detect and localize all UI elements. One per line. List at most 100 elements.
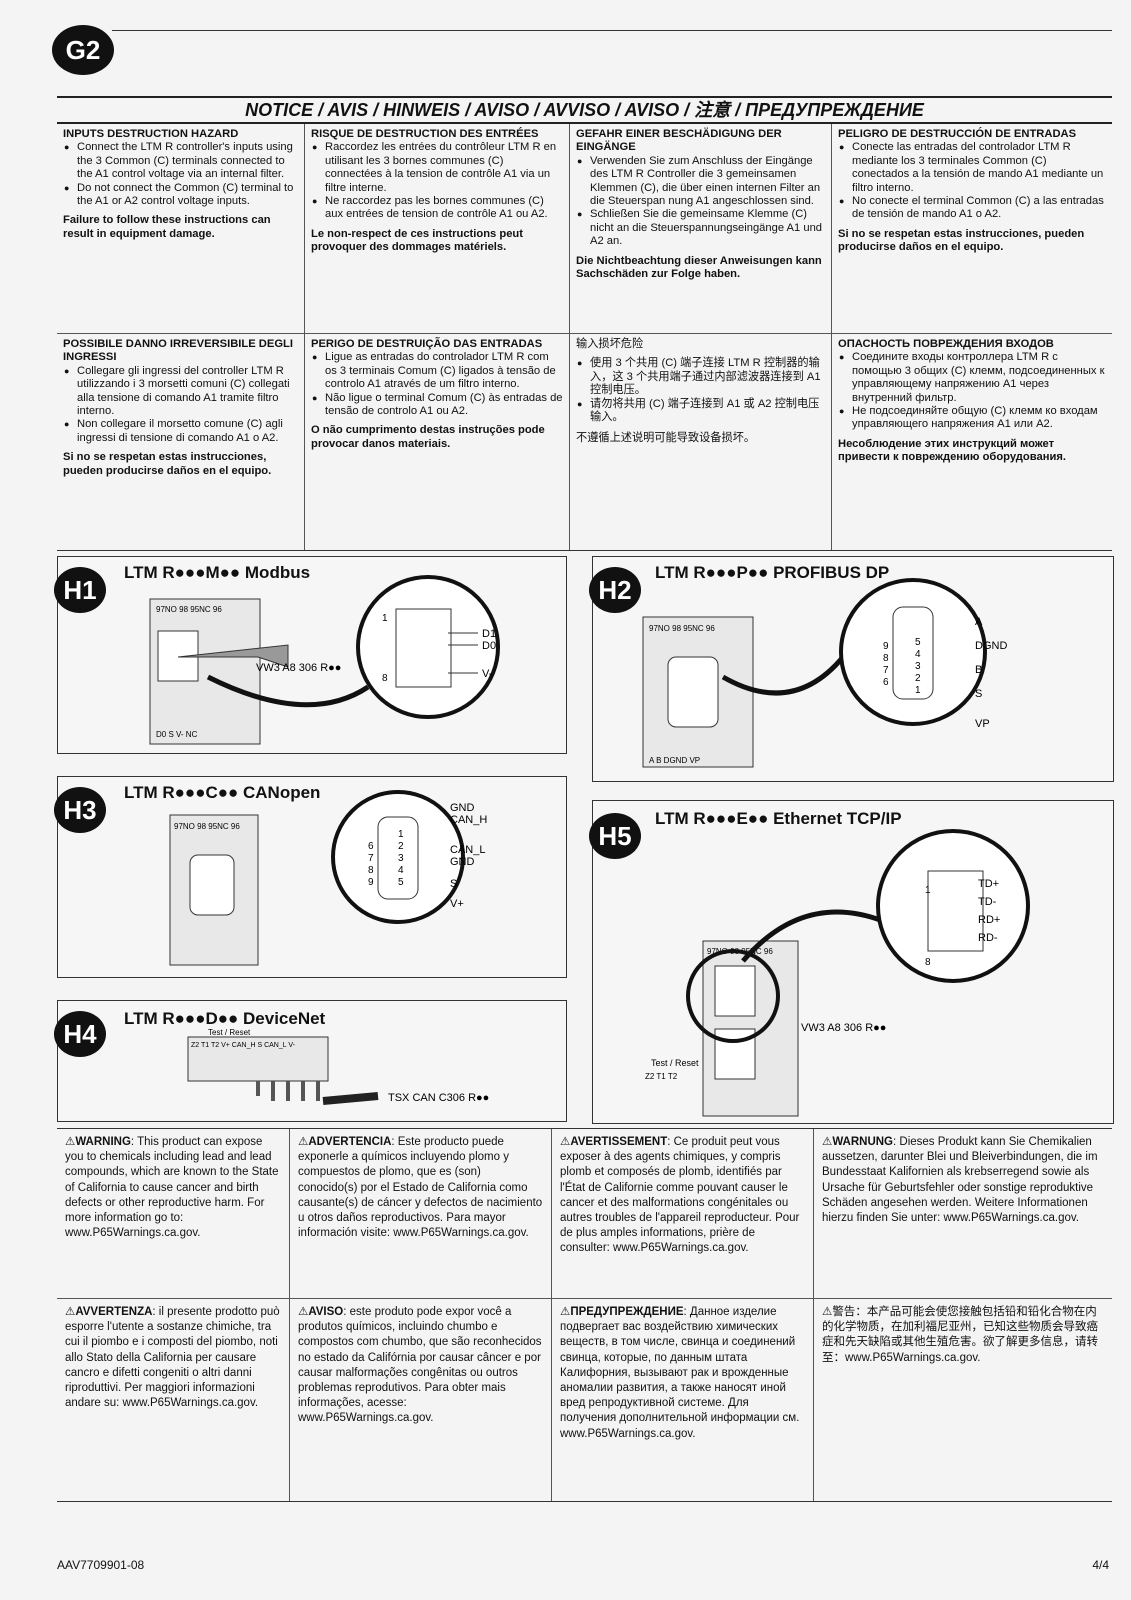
section-badge-g2: G2 bbox=[52, 25, 114, 75]
notice-footer: Несоблюдение этих инструкций может приве… bbox=[838, 437, 1066, 464]
panel-title: LTM R●●●E●● Ethernet TCP/IP bbox=[655, 809, 902, 828]
warning-text: : il presente prodotto può esporre l'ute… bbox=[65, 1306, 280, 1410]
pin-label: 1 bbox=[398, 829, 404, 840]
pin-label: 8 bbox=[382, 673, 388, 684]
test-reset-label: Test / Reset bbox=[651, 1058, 699, 1068]
warning-cell-fr: ⚠AVERTISSEMENT: Ce produit peut vous exp… bbox=[552, 1129, 814, 1299]
cable-label: VW3 A8 306 R●● bbox=[801, 1022, 886, 1034]
notice-bullet: Ne raccordez pas les bornes communes (C)… bbox=[312, 195, 563, 222]
warning-cell-it: ⚠AVVERTENZA: il presente prodotto può es… bbox=[57, 1299, 290, 1501]
pin-label: 7 bbox=[883, 665, 889, 676]
panel-modbus: LTM R●●●M●● Modbus 97NO 98 95NC 96 VW3 A… bbox=[54, 556, 567, 754]
signal-label: D0 bbox=[482, 640, 496, 652]
dsub-connector bbox=[189, 854, 235, 916]
pin-label: 6 bbox=[368, 841, 374, 852]
terminal-label: Z2 T1 T2 V+ CAN_H S CAN_L V- bbox=[191, 1042, 296, 1049]
notice-bullet: Não ligue o terminal Comum (C) às entrad… bbox=[312, 392, 563, 419]
warning-label: AVVERTENZA bbox=[75, 1306, 153, 1318]
pin-label: 3 bbox=[915, 661, 921, 672]
canopen-diagram: 97NO 98 95NC 96 6 7 8 9 1 2 3 4 5 GND CA… bbox=[169, 790, 487, 966]
warning-label: AVISO bbox=[308, 1306, 344, 1318]
pin-label: 4 bbox=[915, 649, 921, 660]
notice-heading: INPUTS DESTRUCTION HAZARD bbox=[63, 128, 239, 140]
terminal-label: 97NO 98 95NC 96 bbox=[156, 605, 222, 614]
zoom-lead bbox=[206, 674, 370, 708]
notice-cell-es: PELIGRO DE DESTRUCCIÓN DE ENTRADAS Conec… bbox=[832, 124, 1112, 334]
rj45-socket-upper bbox=[714, 965, 756, 1017]
rj45-zoom bbox=[927, 870, 984, 952]
notice-heading: RISQUE DE DESTRUCTION DES ENTRÉES bbox=[311, 128, 539, 140]
warning-triangle-icon: ⚠ bbox=[822, 1136, 833, 1148]
signal-label: VP bbox=[975, 718, 990, 730]
signal-label: DGND bbox=[975, 640, 1007, 652]
signal-label: D1 bbox=[482, 628, 496, 640]
warning-cell-es: ⚠ADVERTENCIA: Este producto puede expone… bbox=[290, 1129, 552, 1299]
panel-title: LTM R●●●C●● CANopen bbox=[124, 783, 321, 802]
notice-bullet: Connect the LTM R controller's inputs us… bbox=[64, 141, 298, 181]
notice-footer: Le non-respect de ces instructions peut … bbox=[311, 227, 523, 254]
pin-label: 1 bbox=[382, 613, 388, 624]
wire-bundle bbox=[256, 1081, 320, 1101]
notice-bullet: 请勿将共用 (C) 端子连接到 A1 或 A2 控制电压输入。 bbox=[577, 398, 825, 425]
warning-cell-pt: ⚠AVISO: este produto pode expor você a p… bbox=[290, 1299, 552, 1501]
signal-label: GND bbox=[450, 856, 475, 868]
signal-label: S bbox=[450, 878, 457, 890]
warning-triangle-icon: ⚠ bbox=[560, 1136, 571, 1148]
notice-bullet: No conecte el terminal Common (C) a las … bbox=[839, 195, 1106, 222]
section-badge: H2 bbox=[589, 567, 641, 613]
signal-label: B bbox=[975, 664, 982, 676]
warning-triangle-icon: ⚠ bbox=[65, 1136, 76, 1148]
panel-canopen: LTM R●●●C●● CANopen 97NO 98 95NC 96 6 7 … bbox=[54, 776, 567, 978]
warning-label: AVERTISSEMENT bbox=[570, 1136, 668, 1148]
warning-grid: ⚠WARNING: This product can expose you to… bbox=[57, 1128, 1112, 1502]
warning-text: : Dieses Produkt kann Sie Chemikalien au… bbox=[822, 1136, 1098, 1225]
notice-bullet: 使用 3 个共用 (C) 端子连接 LTM R 控制器的输入，这 3 个共用端子… bbox=[577, 357, 825, 397]
pin-label: 5 bbox=[398, 877, 404, 888]
section-badge: H3 bbox=[54, 787, 106, 833]
page-number: 4/4 bbox=[1092, 1558, 1109, 1572]
pin-label: 2 bbox=[915, 673, 921, 684]
warning-label: WARNUNG bbox=[832, 1136, 894, 1148]
warning-label: WARNING bbox=[75, 1136, 131, 1148]
signal-label: RD+ bbox=[978, 914, 1000, 926]
panel-devicenet: LTM R●●●D●● DeviceNet Test / Reset Z2 T1… bbox=[54, 1000, 567, 1122]
pin-label: 8 bbox=[925, 957, 931, 968]
pin-label: 4 bbox=[398, 865, 404, 876]
section-badge: H5 bbox=[589, 813, 641, 859]
notice-heading: PERIGO DE DESTRUIÇÃO DAS ENTRADAS bbox=[311, 338, 543, 350]
cable-label: TSX CAN C306 R●● bbox=[388, 1092, 489, 1104]
pin-label: 8 bbox=[883, 653, 889, 664]
terminal-label: 97NO 98 95NC 96 bbox=[174, 822, 240, 831]
notice-heading: 输入损坏危险 bbox=[576, 338, 644, 350]
notice-footer: Si no se respetan estas instrucciones, p… bbox=[63, 451, 272, 477]
cable bbox=[322, 1092, 379, 1105]
warning-text: : This product can expose you to chemica… bbox=[65, 1136, 279, 1240]
warning-text: : Данное изделие подвергает вас воздейст… bbox=[560, 1306, 800, 1440]
bottom-terminal-label: D0 S V- NC bbox=[156, 730, 198, 739]
notice-bullet: Non collegare il morsetto comune (C) agl… bbox=[64, 418, 298, 445]
notice-bullet: Соедините входы контроллера LTM R с помо… bbox=[839, 351, 1106, 405]
warning-triangle-icon: ⚠ bbox=[298, 1306, 309, 1318]
notice-footer: 不遵循上述说明可能导致设备损坏。 bbox=[576, 432, 756, 445]
modbus-diagram: 97NO 98 95NC 96 VW3 A8 306 R●● D0 S V- N… bbox=[149, 575, 500, 745]
warning-label: ADVERTENCIA bbox=[308, 1136, 392, 1148]
pin-label: 8 bbox=[368, 865, 374, 876]
notice-cell-de: GEFAHR EINER BESCHÄDIGUNG DER EINGÄNGE V… bbox=[570, 124, 832, 334]
signal-label: S bbox=[975, 688, 982, 700]
notice-cell-it: POSSIBILE DANNO IRREVERSIBILE DEGLI INGR… bbox=[57, 334, 305, 550]
top-rule bbox=[112, 30, 1112, 31]
notice-heading: PELIGRO DE DESTRUCCIÓN DE ENTRADAS bbox=[838, 128, 1077, 140]
signal-label: CAN_H bbox=[450, 814, 487, 826]
notice-bullet: Schließen Sie die gemeinsame Klemme (C) … bbox=[577, 208, 825, 248]
notice-bullet: Не подсоединяйте общую (C) клемм ко вход… bbox=[839, 405, 1106, 432]
notice-heading: GEFAHR EINER BESCHÄDIGUNG DER EINGÄNGE bbox=[576, 128, 782, 154]
document-code: AAV7709901-08 bbox=[57, 1558, 145, 1572]
dsub-connector bbox=[667, 656, 719, 728]
warning-triangle-icon: ⚠ bbox=[298, 1136, 309, 1148]
pin-label: 3 bbox=[398, 853, 404, 864]
controller-body bbox=[642, 616, 754, 768]
signal-label: RD- bbox=[978, 932, 998, 944]
ethernet-diagram: 97NO 98 95NC 96 VW3 A8 306 R●● Test / Re… bbox=[645, 829, 1030, 1117]
signal-label: CAN_L bbox=[450, 844, 485, 856]
